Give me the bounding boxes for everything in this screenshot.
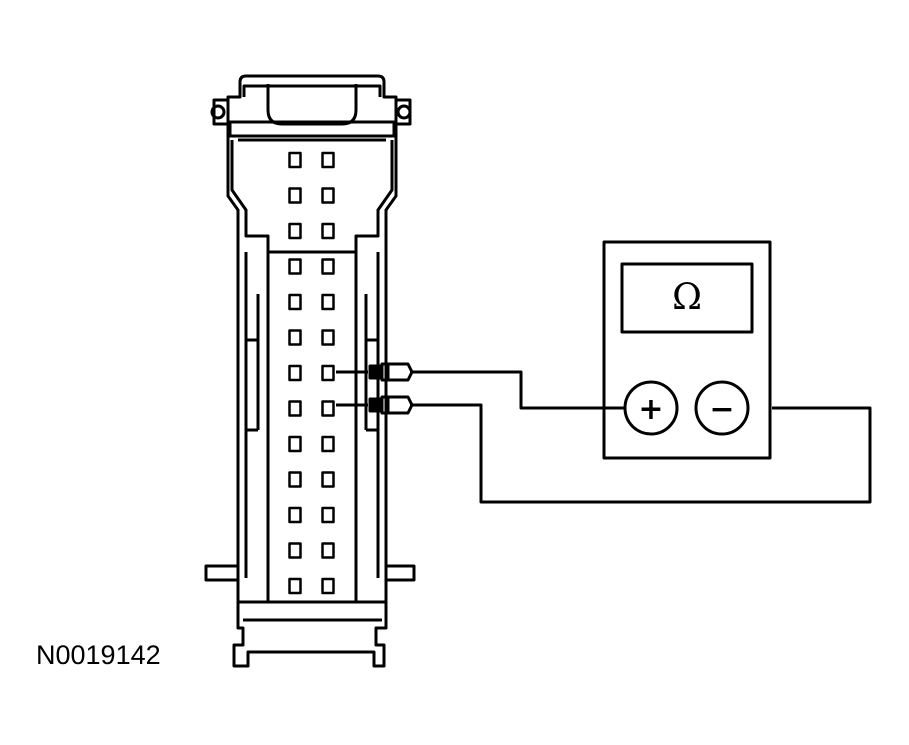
- connector-pin: [288, 542, 302, 559]
- connector-pin: [288, 293, 302, 311]
- connector-base: [238, 600, 386, 622]
- connector-pin: [321, 506, 335, 524]
- figure-id-label: N0019142: [36, 640, 161, 670]
- positive-probe-tip: [368, 362, 414, 382]
- ohm-symbol: Ω: [672, 277, 702, 318]
- connector-pin: [288, 329, 302, 346]
- connector-pin: [321, 364, 335, 382]
- connector-top-band: [228, 120, 396, 138]
- negative-terminal: [694, 380, 750, 436]
- positive-terminal-symbol: +: [638, 392, 663, 427]
- right-flange: [384, 564, 416, 582]
- connector-pin: [288, 364, 302, 382]
- connector: [204, 74, 416, 668]
- connector-pin: [288, 506, 302, 524]
- connector-right-rail: [364, 252, 380, 578]
- connector-pin: [321, 187, 335, 204]
- connector-pin: [321, 258, 335, 275]
- connector-left-rail: [244, 252, 260, 578]
- connector-body-outline: [226, 74, 398, 668]
- positive-lead-wire: [336, 370, 624, 410]
- negative-probe-tip: [368, 395, 414, 415]
- connector-latch: [266, 84, 358, 126]
- connector-inner-outline: [230, 84, 394, 254]
- pin-field: [266, 250, 358, 604]
- connector-pin: [321, 435, 335, 453]
- connector-pin: [288, 222, 302, 240]
- right-ear-mount: [396, 98, 412, 126]
- connector-pin: [321, 542, 335, 559]
- ohmmeter: Ω + −: [602, 240, 772, 460]
- connector-pin: [288, 435, 302, 453]
- connector-pin: [288, 400, 302, 417]
- pin-grid: [288, 151, 335, 595]
- connector-pin: [288, 187, 302, 204]
- left-ear-mount: [210, 98, 228, 126]
- probe-leads: [336, 362, 872, 504]
- connector-pin: [288, 258, 302, 275]
- ohmmeter-display: [620, 262, 754, 334]
- connector-pin: [321, 471, 335, 488]
- connector-pin: [321, 329, 335, 346]
- connector-pin: [321, 151, 335, 169]
- connector-pin: [321, 222, 335, 240]
- negative-terminal-symbol: −: [709, 392, 734, 427]
- connector-pin: [321, 293, 335, 311]
- positive-terminal: [623, 380, 679, 436]
- connector-pin: [321, 400, 335, 417]
- connector-pin: [288, 577, 302, 595]
- connector-pin: [288, 151, 302, 169]
- ohmmeter-body: [602, 240, 772, 460]
- left-flange: [204, 564, 240, 582]
- connector-pin: [321, 577, 335, 595]
- connector-pin: [288, 471, 302, 488]
- negative-lead-wire: [336, 403, 872, 504]
